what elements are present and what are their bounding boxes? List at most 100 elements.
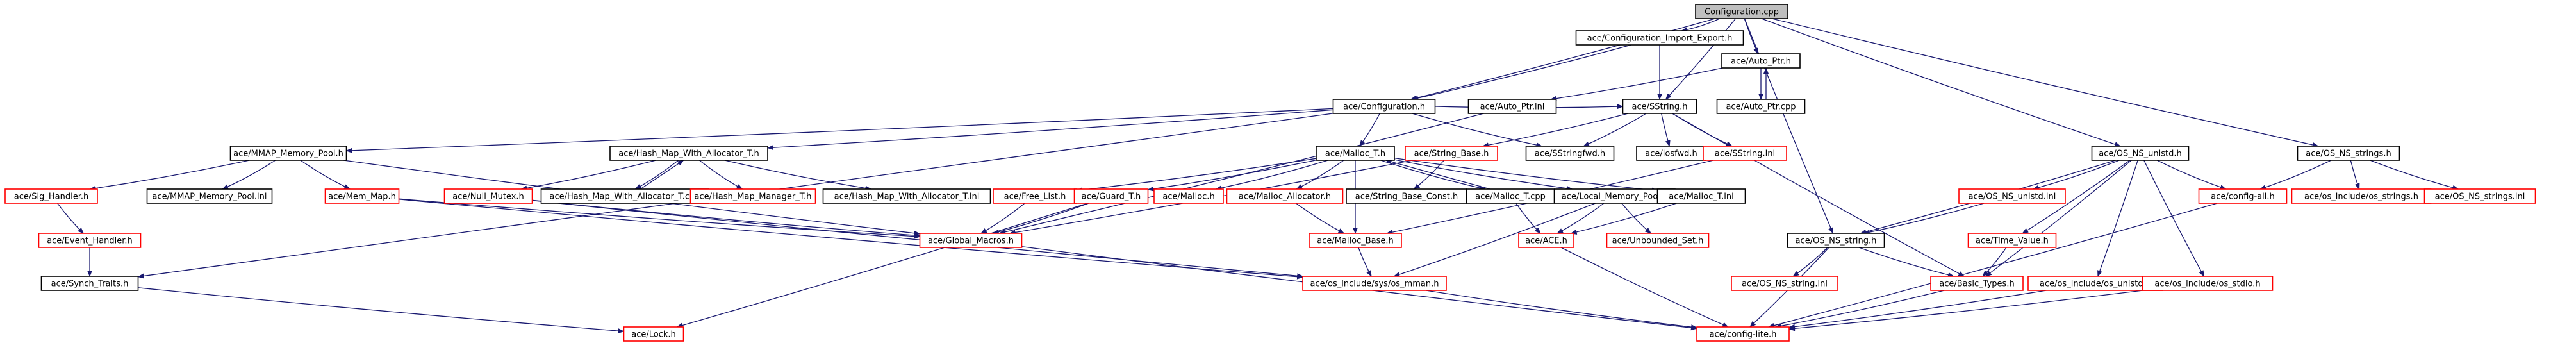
node-sstringfwd-h[interactable]: ace/SStringfwd.h	[1525, 146, 1615, 161]
node-malloc-base-h[interactable]: ace/Malloc_Base.h	[1309, 233, 1402, 248]
node-box	[1930, 276, 2024, 291]
node-sstring-h[interactable]: ace/SString.h	[1622, 99, 1697, 114]
node-free-list-h[interactable]: ace/Free_List.h	[993, 188, 1077, 204]
node-null-mutex-h[interactable]: ace/Null_Mutex.h	[443, 188, 533, 204]
node-iosfwd-h[interactable]: ace/iosfwd.h	[1636, 146, 1706, 161]
node-event-handler-h[interactable]: ace/Event_Handler.h	[38, 233, 142, 248]
node-malloc-allocator-h[interactable]: ace/Malloc_Allocator.h	[1226, 188, 1344, 204]
node-hash-map-with-allocator-t-cpp[interactable]: ace/Hash_Map_With_Allocator_T.cpp	[540, 188, 709, 204]
edge-configuration-cpp-to-os-ns-unistd-h	[1761, 18, 2121, 147]
node-malloc-h[interactable]: ace/Malloc.h	[1153, 188, 1224, 204]
edge-os-ns-strings-h-to-os-ns-strings-inl	[2370, 160, 2459, 190]
node-basic-types-h[interactable]: ace/Basic_Types.h	[1930, 276, 2024, 291]
node-box	[1622, 99, 1697, 114]
edge-os-ns-unistd-inl-to-os-ns-string-h	[1863, 203, 1985, 235]
node-os-ns-string-inl[interactable]: ace/OS_NS_string.inl	[1731, 276, 1838, 291]
node-lock-h[interactable]: ace/Lock.h	[623, 326, 684, 342]
node-auto-ptr-h[interactable]: ace/Auto_Ptr.h	[1721, 53, 1801, 69]
edge-configuration-h-to-sstringfwd-h	[1412, 113, 1543, 148]
node-local-memory-pool-h[interactable]: ace/Local_Memory_Pool.h	[1554, 188, 1676, 204]
node-os-include-os-stdio-h[interactable]: ace/os_include/os_stdio.h	[2142, 276, 2274, 291]
node-hash-map-with-allocator-t-inl[interactable]: ace/Hash_Map_With_Allocator_T.inl	[822, 188, 991, 204]
node-label: ace/Free_List.h	[1004, 192, 1066, 202]
node-label: ace/Hash_Map_Manager_T.h	[695, 192, 812, 202]
edge-configuration-cpp-to-os-ns-string-h	[1744, 18, 1834, 234]
node-label: ace/Auto_Ptr.cpp	[1726, 103, 1796, 112]
node-malloc-t-inl[interactable]: ace/Malloc_T.inl	[1656, 188, 1746, 204]
edge-time-value-h-to-basic-types-h	[1982, 247, 2007, 277]
node-configuration-h[interactable]: ace/Configuration.h	[1332, 99, 1436, 114]
node-config-lite-h[interactable]: ace/config-lite.h	[1696, 326, 1790, 342]
node-mem-map-h[interactable]: ace/Mem_Map.h	[324, 188, 400, 204]
node-synch-traits-h[interactable]: ace/Synch_Traits.h	[40, 276, 139, 291]
node-malloc-t-h[interactable]: ace/Malloc_T.h	[1316, 146, 1395, 161]
node-os-ns-unistd-inl[interactable]: ace/OS_NS_unistd.inl	[1958, 188, 2066, 204]
node-os-ns-strings-h[interactable]: ace/OS_NS_strings.h	[2297, 146, 2400, 161]
node-label: ace/OS_NS_string.h	[1796, 237, 1877, 246]
node-label: ace/Hash_Map_With_Allocator_T.cpp	[550, 192, 700, 202]
edge-os-ns-unistd-h-to-time-value-h	[2022, 160, 2131, 234]
node-box	[1309, 233, 1402, 248]
node-global-macros-h[interactable]: ace/Global_Macros.h	[919, 233, 1023, 248]
edge-malloc-t-cpp-to-ace-h	[1515, 203, 1541, 234]
node-label: ace/Auto_Ptr.inl	[1480, 103, 1545, 112]
node-string-base-const-h[interactable]: ace/String_Base_Const.h	[1346, 188, 1467, 204]
node-box	[1226, 188, 1344, 204]
node-label: ace/String_Base_Const.h	[1355, 192, 1458, 202]
node-os-ns-unistd-h[interactable]: ace/OS_NS_unistd.h	[2091, 146, 2190, 161]
edge-null-mutex-h-to-os-include-sys-os-mman-h	[532, 200, 1304, 279]
node-os-include-os-strings-h[interactable]: ace/os_include/os_strings.h	[2291, 188, 2432, 204]
node-box	[4, 188, 98, 204]
node-label: ace/Configuration.h	[1343, 103, 1425, 112]
edge-malloc-t-h-to-malloc-t-inl	[1394, 157, 1658, 193]
node-string-base-h[interactable]: ace/String_Base.h	[1405, 146, 1498, 161]
node-auto-ptr-inl[interactable]: ace/Auto_Ptr.inl	[1467, 99, 1557, 114]
node-malloc-t-cpp[interactable]: ace/Malloc_T.cpp	[1466, 188, 1555, 204]
edge-os-include-os-stdio-h-to-config-lite-h	[1788, 290, 2143, 331]
node-label: ace/os_include/os_stdio.h	[2154, 280, 2260, 289]
node-label: Configuration.cpp	[1705, 8, 1779, 17]
node-box	[1525, 146, 1615, 161]
edge-os-ns-unistd-h-to-basic-types-h	[1985, 160, 2132, 277]
node-box	[2091, 146, 2190, 161]
node-label: ace/SString.inl	[1715, 149, 1775, 159]
node-mmap-memory-pool-inl[interactable]: ace/MMAP_Memory_Pool.inl	[146, 188, 273, 204]
node-ace-h[interactable]: ace/ACE.h	[1518, 233, 1574, 248]
node-box	[324, 188, 400, 204]
node-hash-map-with-allocator-t-h[interactable]: ace/Hash_Map_With_Allocator_T.h	[609, 146, 768, 161]
node-box	[229, 146, 347, 161]
node-label: ace/Unbounded_Set.h	[1612, 237, 1704, 246]
node-hash-map-manager-t-h[interactable]: ace/Hash_Map_Manager_T.h	[689, 188, 816, 204]
node-mmap-memory-pool-h[interactable]: ace/MMAP_Memory_Pool.h	[229, 146, 347, 161]
edge-mem-map-h-to-global-macros-h	[399, 198, 921, 239]
node-auto-ptr-cpp[interactable]: ace/Auto_Ptr.cpp	[1716, 99, 1806, 114]
edge-os-ns-strings-h-to-os-include-os-strings-h	[2350, 160, 2360, 190]
node-sstring-inl[interactable]: ace/SString.inl	[1703, 146, 1787, 161]
node-configuration-import-export-h[interactable]: ace/Configuration_Import_Export.h	[1575, 30, 1744, 46]
node-box	[1716, 99, 1806, 114]
node-sig-handler-h[interactable]: ace/Sig_Handler.h	[4, 188, 98, 204]
edge-os-ns-string-h-to-basic-types-h	[1858, 247, 1954, 278]
edge-sstring-h-to-iosfwd-h	[1661, 113, 1671, 147]
node-label: ace/Local_Memory_Pool.h	[1562, 192, 1668, 202]
edge-os-ns-strings-h-to-config-all-h	[2259, 160, 2332, 190]
edge-hash-map-with-allocator-t-h-to-hash-map-manager-t-h	[698, 160, 743, 190]
node-os-ns-strings-inl[interactable]: ace/OS_NS_strings.inl	[2423, 188, 2536, 204]
node-unbounded-set-h[interactable]: ace/Unbounded_Set.h	[1606, 233, 1710, 248]
node-box	[1606, 233, 1710, 248]
node-guard-t-h[interactable]: ace/Guard_T.h	[1073, 188, 1149, 204]
node-configuration-cpp[interactable]: Configuration.cpp	[1695, 4, 1788, 19]
node-box	[919, 233, 1023, 248]
edge-guard-t-h-to-lock-h	[676, 203, 1088, 328]
edge-guard-t-h-to-global-macros-h	[992, 203, 1089, 235]
node-label: ace/OS_NS_strings.inl	[2435, 192, 2525, 202]
node-os-include-sys-os-mman-h[interactable]: ace/os_include/sys/os_mman.h	[1302, 276, 1447, 291]
node-box	[2423, 188, 2536, 204]
node-config-all-h[interactable]: ace/config-all.h	[2198, 188, 2288, 204]
node-time-value-h[interactable]: ace/Time_Value.h	[1967, 233, 2057, 248]
node-label: ace/MMAP_Memory_Pool.h	[233, 149, 343, 159]
node-os-ns-string-h[interactable]: ace/OS_NS_string.h	[1787, 233, 1885, 248]
edge-configuration-cpp-to-os-ns-strings-h	[1771, 18, 2319, 147]
node-label: ace/SString.h	[1632, 103, 1688, 112]
